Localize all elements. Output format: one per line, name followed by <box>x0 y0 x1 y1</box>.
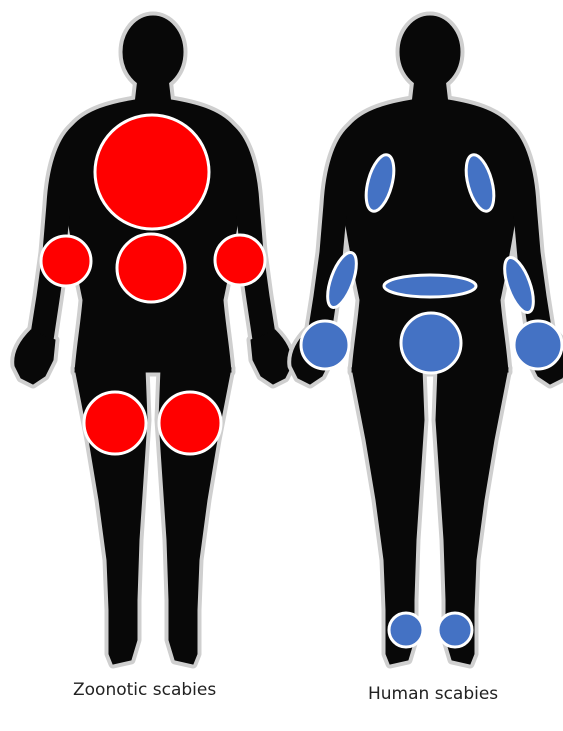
zoonotic-abdomen-marker <box>117 234 185 302</box>
human-right-foot-marker <box>438 613 472 647</box>
zoonotic-chest-marker <box>95 115 209 229</box>
zoonotic-scabies-caption: Zoonotic scabies <box>73 680 216 700</box>
human-left-foot-marker <box>389 613 423 647</box>
human-groin-marker <box>401 313 461 373</box>
human-scabies-caption: Human scabies <box>368 684 498 704</box>
zoonotic-right-thigh-marker <box>159 392 221 454</box>
zoonotic-right-elbow-marker <box>215 235 265 285</box>
zoonotic-left-elbow-marker <box>41 236 91 286</box>
human-right-hand-marker <box>514 321 562 369</box>
zoonotic-left-thigh-marker <box>84 392 146 454</box>
human-waist-marker <box>384 275 476 297</box>
human-left-hand-marker <box>301 321 349 369</box>
zoonotic-figure <box>15 16 292 664</box>
